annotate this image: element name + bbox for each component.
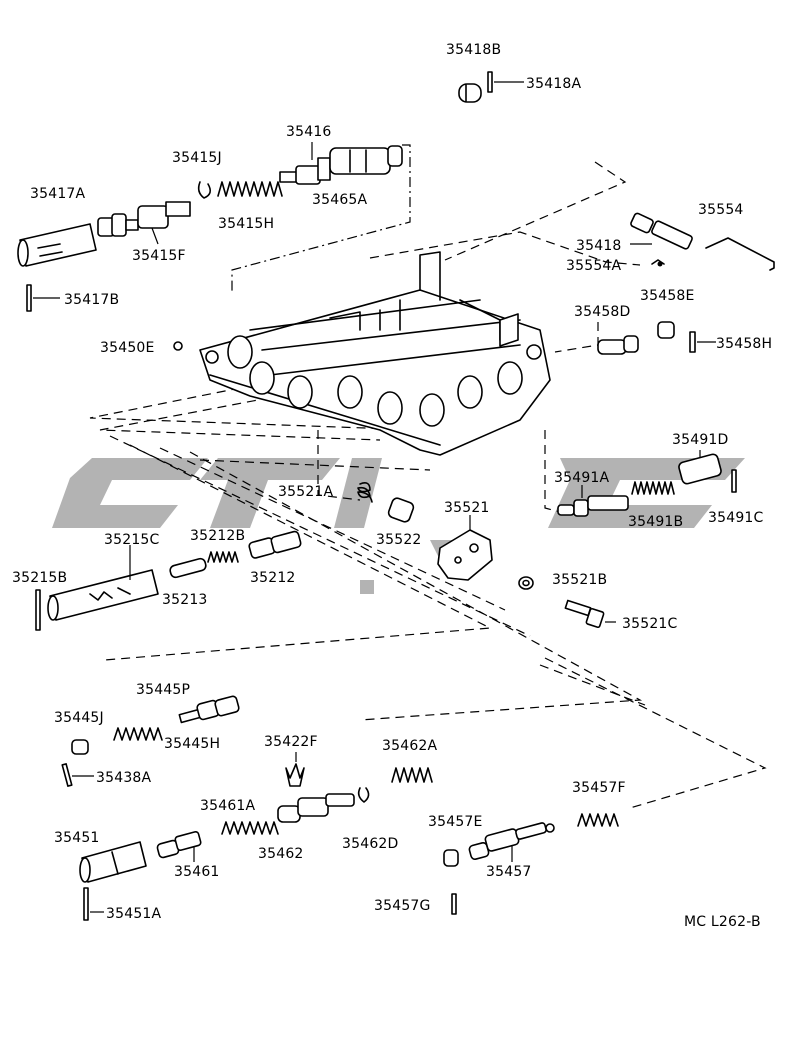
part-35521-cam	[437, 515, 493, 581]
valve-body	[173, 251, 551, 456]
label-35445H: 35445H	[164, 736, 220, 752]
label-35422F: 35422F	[264, 734, 318, 750]
label-35458E: 35458E	[640, 288, 695, 304]
label-35461: 35461	[174, 864, 220, 880]
part-35415J-clip	[197, 181, 212, 199]
label-35491A: 35491A	[554, 470, 610, 486]
label-35451: 35451	[54, 830, 100, 846]
part-35491A-valve	[557, 485, 629, 517]
label-35491C: 35491C	[708, 510, 764, 526]
label-35450E: 35450E	[100, 340, 155, 356]
part-35215C-plug	[47, 545, 159, 621]
label-35215C: 35215C	[104, 532, 160, 548]
part-35415H-spring	[217, 181, 283, 197]
part-35554-rod	[705, 237, 775, 271]
part-35417B-pin	[26, 284, 60, 312]
part-35491B-spring	[631, 481, 675, 495]
part-35521A-spring	[357, 482, 373, 503]
part-35462-valve	[277, 793, 355, 823]
label-35438A: 35438A	[96, 770, 152, 786]
part-35422F-clip	[285, 752, 305, 787]
part-35462D-clip	[357, 787, 370, 803]
label-35451A: 35451A	[106, 906, 162, 922]
label-35462: 35462	[258, 846, 304, 862]
label-35491B: 35491B	[628, 514, 683, 530]
label-35212B: 35212B	[190, 528, 245, 544]
label-35521C: 35521C	[622, 616, 678, 632]
label-35457F: 35457F	[572, 780, 626, 796]
part-35418-valve	[630, 212, 693, 250]
label-35462D: 35462D	[342, 836, 399, 852]
label-35418B: 35418B	[446, 42, 501, 58]
label-35418A: 35418A	[526, 76, 582, 92]
part-35522-plug	[387, 497, 415, 523]
part-35491C-pin	[731, 469, 737, 493]
part-35418A-pin	[487, 71, 524, 93]
part-35457-valve	[468, 822, 555, 862]
label-35417A: 35417A	[30, 186, 86, 202]
phantom-lines	[89, 144, 767, 809]
label-35457: 35457	[486, 864, 532, 880]
part-35417A-plug	[17, 223, 97, 267]
label-35215B: 35215B	[12, 570, 67, 586]
label-35415J: 35415J	[172, 150, 222, 166]
label-35554: 35554	[698, 202, 744, 218]
label-35416: 35416	[286, 124, 332, 140]
part-35212B-spring	[207, 551, 239, 563]
part-35416-valve	[279, 142, 331, 185]
label-35554A: 35554A	[566, 258, 622, 274]
part-35445P-spring	[113, 727, 163, 741]
part-35554A-ring	[651, 259, 665, 267]
part-35465A-sleeve	[329, 145, 403, 175]
label-35212: 35212	[250, 570, 296, 586]
label-35415F: 35415F	[132, 248, 186, 264]
label-35213: 35213	[162, 592, 208, 608]
label-35415H: 35415H	[218, 216, 274, 232]
part-35445J-plug	[71, 739, 89, 755]
label-35458H: 35458H	[716, 336, 772, 352]
label-35417B: 35417B	[64, 292, 119, 308]
part-35438A-pin	[61, 763, 94, 787]
part-35458E-cap	[657, 321, 675, 339]
part-35215B-pin	[35, 589, 41, 631]
part-35415F-valve	[97, 201, 191, 245]
part-35457F-spring	[577, 813, 619, 827]
label-35458D: 35458D	[574, 304, 631, 320]
part-35445H-valve	[178, 695, 240, 724]
label-35462A: 35462A	[382, 738, 438, 754]
label-35465A: 35465A	[312, 192, 368, 208]
part-35491D-sleeve	[678, 450, 722, 485]
part-35461A-spring	[221, 821, 279, 835]
label-35521A: 35521A	[278, 484, 334, 500]
part-35457E-plug	[443, 849, 459, 867]
label-35457E: 35457E	[428, 814, 483, 830]
part-labels: 35418B 35418A 35416 35415J 35417A 35465A…	[12, 42, 772, 930]
part-35458D-plug	[597, 335, 639, 355]
part-35212-valve	[248, 530, 302, 559]
part-35521C-bolt	[564, 599, 616, 629]
label-35521B: 35521B	[552, 572, 607, 588]
part-35451-plug	[79, 841, 147, 883]
part-35418B-cap	[458, 83, 482, 103]
part-35461-valve	[156, 831, 202, 862]
label-35461A: 35461A	[200, 798, 256, 814]
label-35418: 35418	[576, 238, 622, 254]
label-35491D: 35491D	[672, 432, 729, 448]
label-35445P: 35445P	[136, 682, 190, 698]
diagram-code: MC L262-B	[684, 914, 761, 930]
part-35462A-spring	[391, 767, 433, 783]
part-35213-pin	[169, 557, 207, 579]
part-35451A-pin	[83, 887, 104, 921]
label-35445J: 35445J	[54, 710, 104, 726]
part-35457G-pin	[451, 893, 457, 915]
part-35458H-pin	[689, 331, 716, 353]
label-35521: 35521	[444, 500, 490, 516]
label-35457G: 35457G	[374, 898, 431, 914]
part-35521B-washer	[518, 576, 534, 590]
label-35522: 35522	[376, 532, 422, 548]
